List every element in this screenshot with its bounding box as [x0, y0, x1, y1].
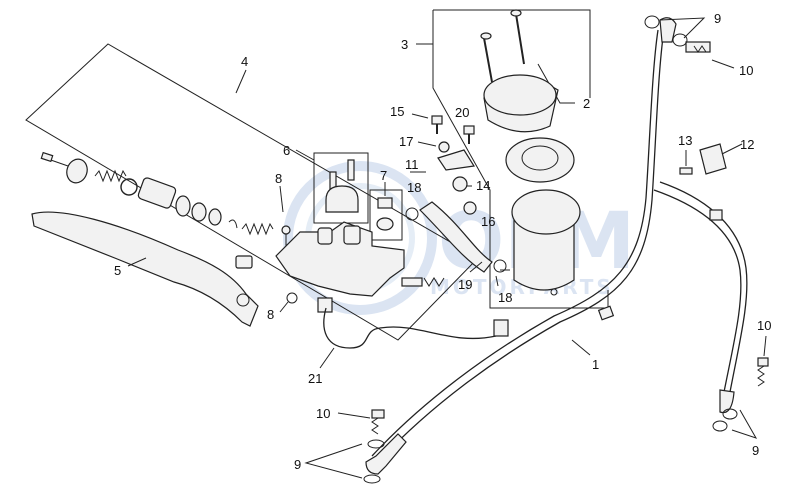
banjo-box [369, 189, 403, 241]
callout-8-upper: 8 [275, 171, 282, 186]
callout-9-lower-left: 9 [294, 457, 301, 472]
leader-8b [279, 301, 289, 313]
callout-4: 4 [241, 54, 248, 69]
top-banjo-bolt [685, 41, 711, 53]
reservoir-parts [480, 9, 581, 296]
callout-16: 16 [481, 214, 495, 229]
leader-8a [279, 185, 284, 213]
clamp-part [325, 159, 359, 213]
callout-9-top: 9 [714, 11, 721, 26]
switch-connector [493, 319, 509, 337]
callout-18-upper: 18 [407, 180, 421, 195]
reservoir-group-outline [433, 9, 591, 98]
leader-12 [721, 143, 743, 155]
callout-17: 17 [399, 134, 413, 149]
leader-10b [337, 412, 371, 419]
callout-9-lower-right: 9 [752, 443, 759, 458]
leader-5 [127, 257, 147, 267]
leader-18b [495, 275, 499, 287]
leader-9a [659, 17, 706, 39]
callout-18-lower: 18 [498, 290, 512, 305]
hose-lower-fitting [365, 433, 407, 475]
main-brake-hose [377, 29, 665, 463]
leader-15 [411, 113, 429, 119]
callout-11: 11 [405, 157, 419, 172]
callout-12: 12 [740, 137, 754, 152]
washer-top-1 [644, 15, 660, 29]
banjo-part [376, 197, 394, 231]
reservoir-box [432, 10, 609, 309]
callout-19: 19 [458, 277, 472, 292]
brake-switch-wire [323, 307, 497, 349]
callout-3: 3 [401, 37, 408, 52]
right-caliper-hose [659, 181, 748, 393]
callout-1: 1 [592, 357, 599, 372]
washer-right-1 [722, 408, 738, 420]
leader-10c [763, 335, 767, 357]
leader-17 [417, 141, 437, 147]
top-banjo-thread [693, 45, 707, 53]
callout-2: 2 [583, 96, 590, 111]
lower-bolt [371, 409, 385, 419]
brake-lever [31, 211, 259, 327]
callout-7: 7 [380, 168, 387, 183]
reservoir-hose [419, 201, 507, 273]
leader-9b [304, 443, 363, 479]
lower-bolt-thread [371, 417, 379, 435]
callout-21: 21 [308, 371, 322, 386]
callout-15: 15 [390, 104, 404, 119]
right-caliper-hose-inner [653, 189, 742, 393]
callout-20: 20 [455, 105, 469, 120]
hose-clip-upper [597, 305, 615, 321]
callout-6: 6 [283, 143, 290, 158]
callout-14: 14 [476, 178, 490, 193]
leader-10a [711, 59, 735, 69]
right-bolt-thread [757, 365, 765, 387]
leader-9c [731, 409, 758, 439]
main-brake-hose-inner [371, 29, 659, 457]
leader-1 [571, 339, 591, 356]
hose-bracket [699, 143, 727, 175]
washer-lower-2 [363, 474, 381, 484]
hose-clip-right [709, 209, 723, 221]
washer-top-2 [672, 33, 688, 47]
callout-8-lower: 8 [267, 307, 274, 322]
small-fasteners [405, 115, 477, 221]
bracket-bolt [679, 167, 693, 175]
clamp-box [313, 152, 369, 224]
washer-right-2 [712, 420, 728, 432]
washer-lower-1 [367, 439, 385, 449]
callout-10-top: 10 [739, 63, 753, 78]
callout-10-lower-left: 10 [316, 406, 330, 421]
leader-19 [469, 261, 483, 273]
leader-2 [537, 63, 575, 104]
leader-4 [235, 69, 247, 94]
right-bolt [757, 357, 769, 367]
master-cylinder-body [275, 221, 445, 313]
pushrod-assembly [40, 151, 274, 236]
callout-13: 13 [678, 133, 692, 148]
leader-21 [319, 347, 335, 369]
leader-6 [295, 149, 315, 161]
callout-10-lower-right: 10 [757, 318, 771, 333]
callout-5: 5 [114, 263, 121, 278]
